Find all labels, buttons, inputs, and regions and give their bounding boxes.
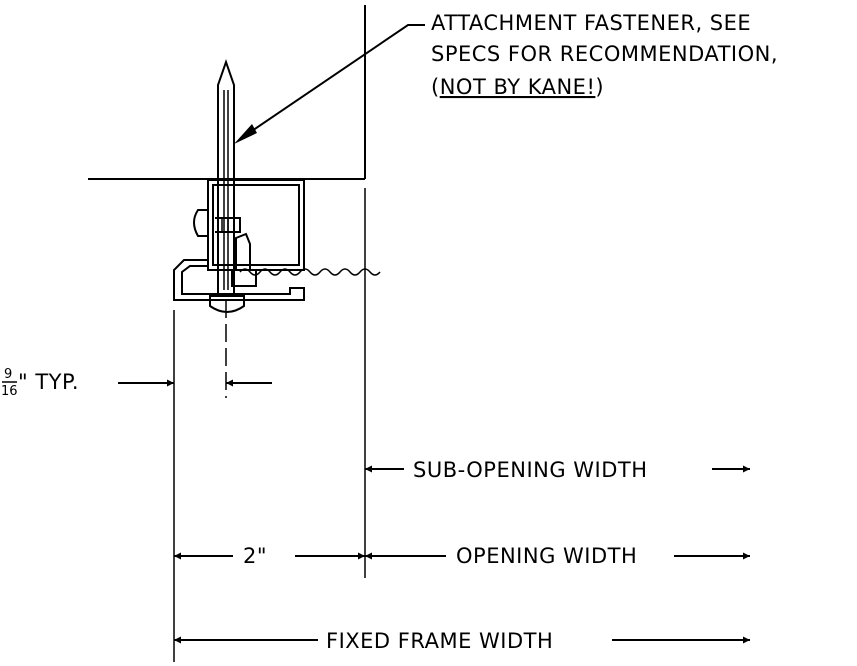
note-close-paren: ) [595,75,604,99]
note-open-paren: ( [431,75,440,99]
frame-profile [173,179,305,301]
note-leader-arrowhead [234,124,257,144]
glazing-break-line [239,268,381,276]
note-leader [242,24,425,138]
typ-dimension: 9 16 " TYP. [1,367,272,399]
note-line-3: (NOT BY KANE!) [431,75,604,99]
note-line-2: SPECS FOR RECOMMENDATION, [431,42,778,66]
opening-dimension: OPENING WIDTH [365,544,750,568]
sub-opening-dimension: SUB-OPENING WIDTH [365,458,750,482]
fixed-frame-label: FIXED FRAME WIDTH [326,629,553,653]
note-line-1: ATTACHMENT FASTENER, SEE [431,11,751,35]
wall-outline [88,5,366,180]
note-not-by-kane: NOT BY KANE [440,75,587,99]
attachment-fastener [209,58,245,313]
opening-label: OPENING WIDTH [456,544,637,568]
two-inch-dimension: 2" [174,544,365,568]
typ-fraction-numerator: 9 [4,367,12,382]
extension-lines [173,188,366,662]
fixed-frame-dimension: FIXED FRAME WIDTH [174,629,750,653]
typ-suffix: " TYP. [18,370,79,394]
sub-opening-label: SUB-OPENING WIDTH [413,458,648,482]
note-exclaim: ! [586,75,595,99]
typ-fraction-denominator: 16 [1,384,18,399]
two-inch-label: 2" [243,544,267,568]
